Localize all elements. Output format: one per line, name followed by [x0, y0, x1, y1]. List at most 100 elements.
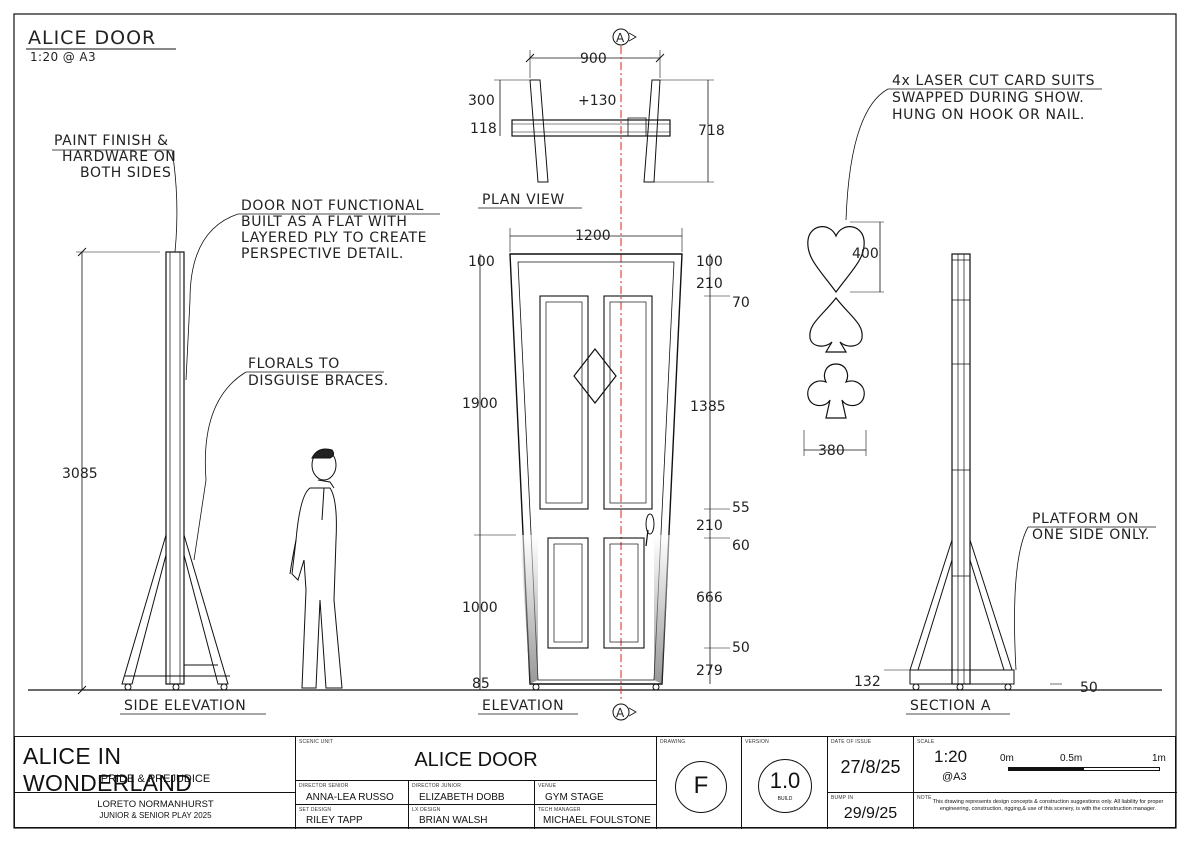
dim-elev-bottom-rail: 279 — [696, 663, 723, 679]
svg-text:DISGUISE BRACES.: DISGUISE BRACES. — [248, 373, 389, 389]
show-title: ALICE IN WONDERLAND — [23, 743, 193, 796]
drawing-circle: F — [675, 761, 727, 813]
dim-section-platform: 132 — [854, 674, 881, 690]
dim-elev-mid-a: 55 — [732, 500, 750, 516]
school-info: LORETO NORMANHURST JUNIOR & SENIOR PLAY … — [15, 793, 296, 829]
drawing-cell: DRAWING F — [656, 737, 742, 829]
dim-suit-height: 400 — [852, 246, 879, 262]
scale-tick-0: 0m — [1000, 753, 1014, 764]
version-value: 1.0 — [769, 768, 801, 793]
director-senior-label: DIRECTOR SENIOR — [299, 783, 349, 789]
section-marker-top — [612, 28, 630, 46]
dim-suit-width: 380 — [818, 443, 845, 459]
dim-elev-mid-c: 60 — [732, 538, 750, 554]
version-circle: 1.0 BUILD — [758, 759, 812, 813]
set-design-cell: SET DESIGN RILEY TAPP — [296, 805, 409, 829]
dim-section-base: 50 — [1080, 680, 1098, 696]
tech-manager-value: MICHAEL FOULSTONE — [543, 815, 651, 826]
drawing-title: ALICE DOOR — [28, 27, 156, 49]
bump-label: BUMP IN — [831, 795, 854, 801]
date-issue-cell: DATE OF ISSUE 27/8/25 — [828, 737, 914, 793]
dim-plan-width: 900 — [580, 51, 607, 67]
version-label: VERSION — [745, 739, 769, 745]
dim-elev-rail-gap: 70 — [732, 295, 750, 311]
svg-text:BOTH SIDES: BOTH SIDES — [80, 165, 171, 181]
date-value: 27/8/25 — [840, 757, 901, 777]
scale-bar — [1008, 767, 1160, 771]
spade-icon — [809, 297, 863, 353]
door-handle — [645, 513, 655, 535]
dim-elev-upper: 1900 — [462, 396, 498, 412]
dim-elev-floor: 85 — [472, 676, 490, 692]
lx-design-value: BRIAN WALSH — [419, 815, 488, 826]
svg-text:DOOR NOT FUNCTIONAL: DOOR NOT FUNCTIONAL — [241, 198, 424, 214]
build-label: BUILD — [777, 796, 793, 802]
dim-elev-width: 1200 — [575, 228, 611, 244]
venue-label: VENUE — [538, 783, 557, 789]
svg-text:ONE SIDE ONLY.: ONE SIDE ONLY. — [1032, 527, 1150, 543]
dim-elev-left: 100 — [468, 254, 495, 270]
svg-text:PERSPECTIVE DETAIL.: PERSPECTIVE DETAIL. — [241, 246, 404, 262]
director-senior-cell: DIRECTOR SENIOR ANNA-LEA RUSSO — [296, 781, 409, 805]
scale-tick-2: 1m — [1152, 753, 1166, 764]
scenic-unit-label: SCENIC UNIT — [299, 739, 334, 745]
dim-elev-mid-b: 210 — [696, 518, 723, 534]
label-elevation: ELEVATION — [482, 698, 564, 714]
plan-view: 900 300 +130 118 718 — [468, 50, 725, 183]
lx-design-cell: LX DESIGN BRIAN WALSH — [409, 805, 535, 829]
director-junior-value: ELIZABETH DOBB — [419, 792, 505, 803]
bump-in-cell: BUMP IN 29/9/25 — [828, 793, 914, 829]
heart-icon — [807, 226, 865, 294]
card-suits: 400 380 — [803, 221, 884, 459]
venue-cell: VENUE GYM STAGE — [535, 781, 656, 805]
label-plan-view: PLAN VIEW — [482, 192, 565, 208]
svg-text:PAINT FINISH &: PAINT FINISH & — [54, 133, 169, 149]
svg-text:PLATFORM ON: PLATFORM ON — [1032, 511, 1139, 527]
title-block: ALICE IN WONDERLAND PRIDE & PREJUDICE LO… — [14, 736, 1177, 829]
dim-elev-upper-panel: 1385 — [690, 399, 726, 415]
dim-plan-depth-a: 300 — [468, 93, 495, 109]
dim-side-height: 3085 — [62, 466, 98, 482]
dim-plan-depth-b: 118 — [470, 121, 497, 137]
lx-design-label: LX DESIGN — [412, 807, 441, 813]
scale-value: 1:20 — [934, 747, 968, 766]
dim-elev-lower-gap: 50 — [732, 640, 750, 656]
sheet-border — [13, 13, 1177, 829]
dim-elev-lower: 1000 — [462, 600, 498, 616]
club-icon — [807, 363, 865, 419]
bump-value: 29/9/25 — [843, 805, 898, 822]
tech-manager-cell: TECH MANAGER MICHAEL FOULSTONE — [535, 805, 656, 829]
scale-paper: @A3 — [942, 771, 967, 783]
diamond-window — [573, 348, 617, 404]
side-elevation-view: 3085 — [62, 247, 230, 695]
drawing-scale-note: 1:20 @ A3 — [30, 50, 96, 64]
scale-tick-1: 0.5m — [1060, 753, 1083, 764]
venue-value: GYM STAGE — [545, 792, 604, 803]
human-scale-figure — [289, 448, 343, 689]
drawing-value: F — [693, 772, 709, 799]
note-label: NOTE — [917, 795, 932, 801]
note-card-suits: 4x LASER CUT CARD SUITS SWAPPED DURING S… — [845, 73, 1102, 221]
school-name: LORETO NORMANHURST — [97, 799, 214, 810]
dim-elev-right: 100 — [696, 254, 723, 270]
svg-text:A: A — [616, 706, 625, 720]
show-subtitle: PRIDE & PREJUDICE — [100, 773, 211, 785]
set-design-value: RILEY TAPP — [306, 815, 363, 826]
note-door-not-functional: DOOR NOT FUNCTIONAL BUILT AS A FLAT WITH… — [185, 198, 440, 381]
svg-text:SWAPPED DURING SHOW.: SWAPPED DURING SHOW. — [892, 90, 1084, 106]
svg-text:HUNG ON HOOK OR NAIL.: HUNG ON HOOK OR NAIL. — [892, 107, 1085, 123]
tech-manager-label: TECH MANAGER — [538, 807, 581, 813]
svg-text:A: A — [616, 31, 625, 45]
scenic-unit-cell: SCENIC UNIT ALICE DOOR — [296, 737, 656, 781]
note-value: This drawing represents design concepts … — [932, 799, 1164, 813]
note-paint-finish: PAINT FINISH & HARDWARE ON BOTH SIDES — [52, 133, 178, 253]
note-platform: PLATFORM ON ONE SIDE ONLY. — [1014, 511, 1156, 671]
drawing-label: DRAWING — [660, 739, 686, 745]
director-junior-cell: DIRECTOR JUNIOR ELIZABETH DOBB — [409, 781, 535, 805]
set-design-label: SET DESIGN — [299, 807, 332, 813]
dim-plan-total: 718 — [698, 123, 725, 139]
label-side-elevation: SIDE ELEVATION — [124, 698, 246, 714]
section-marker-bottom — [612, 703, 630, 721]
svg-text:FLORALS TO: FLORALS TO — [248, 356, 340, 372]
